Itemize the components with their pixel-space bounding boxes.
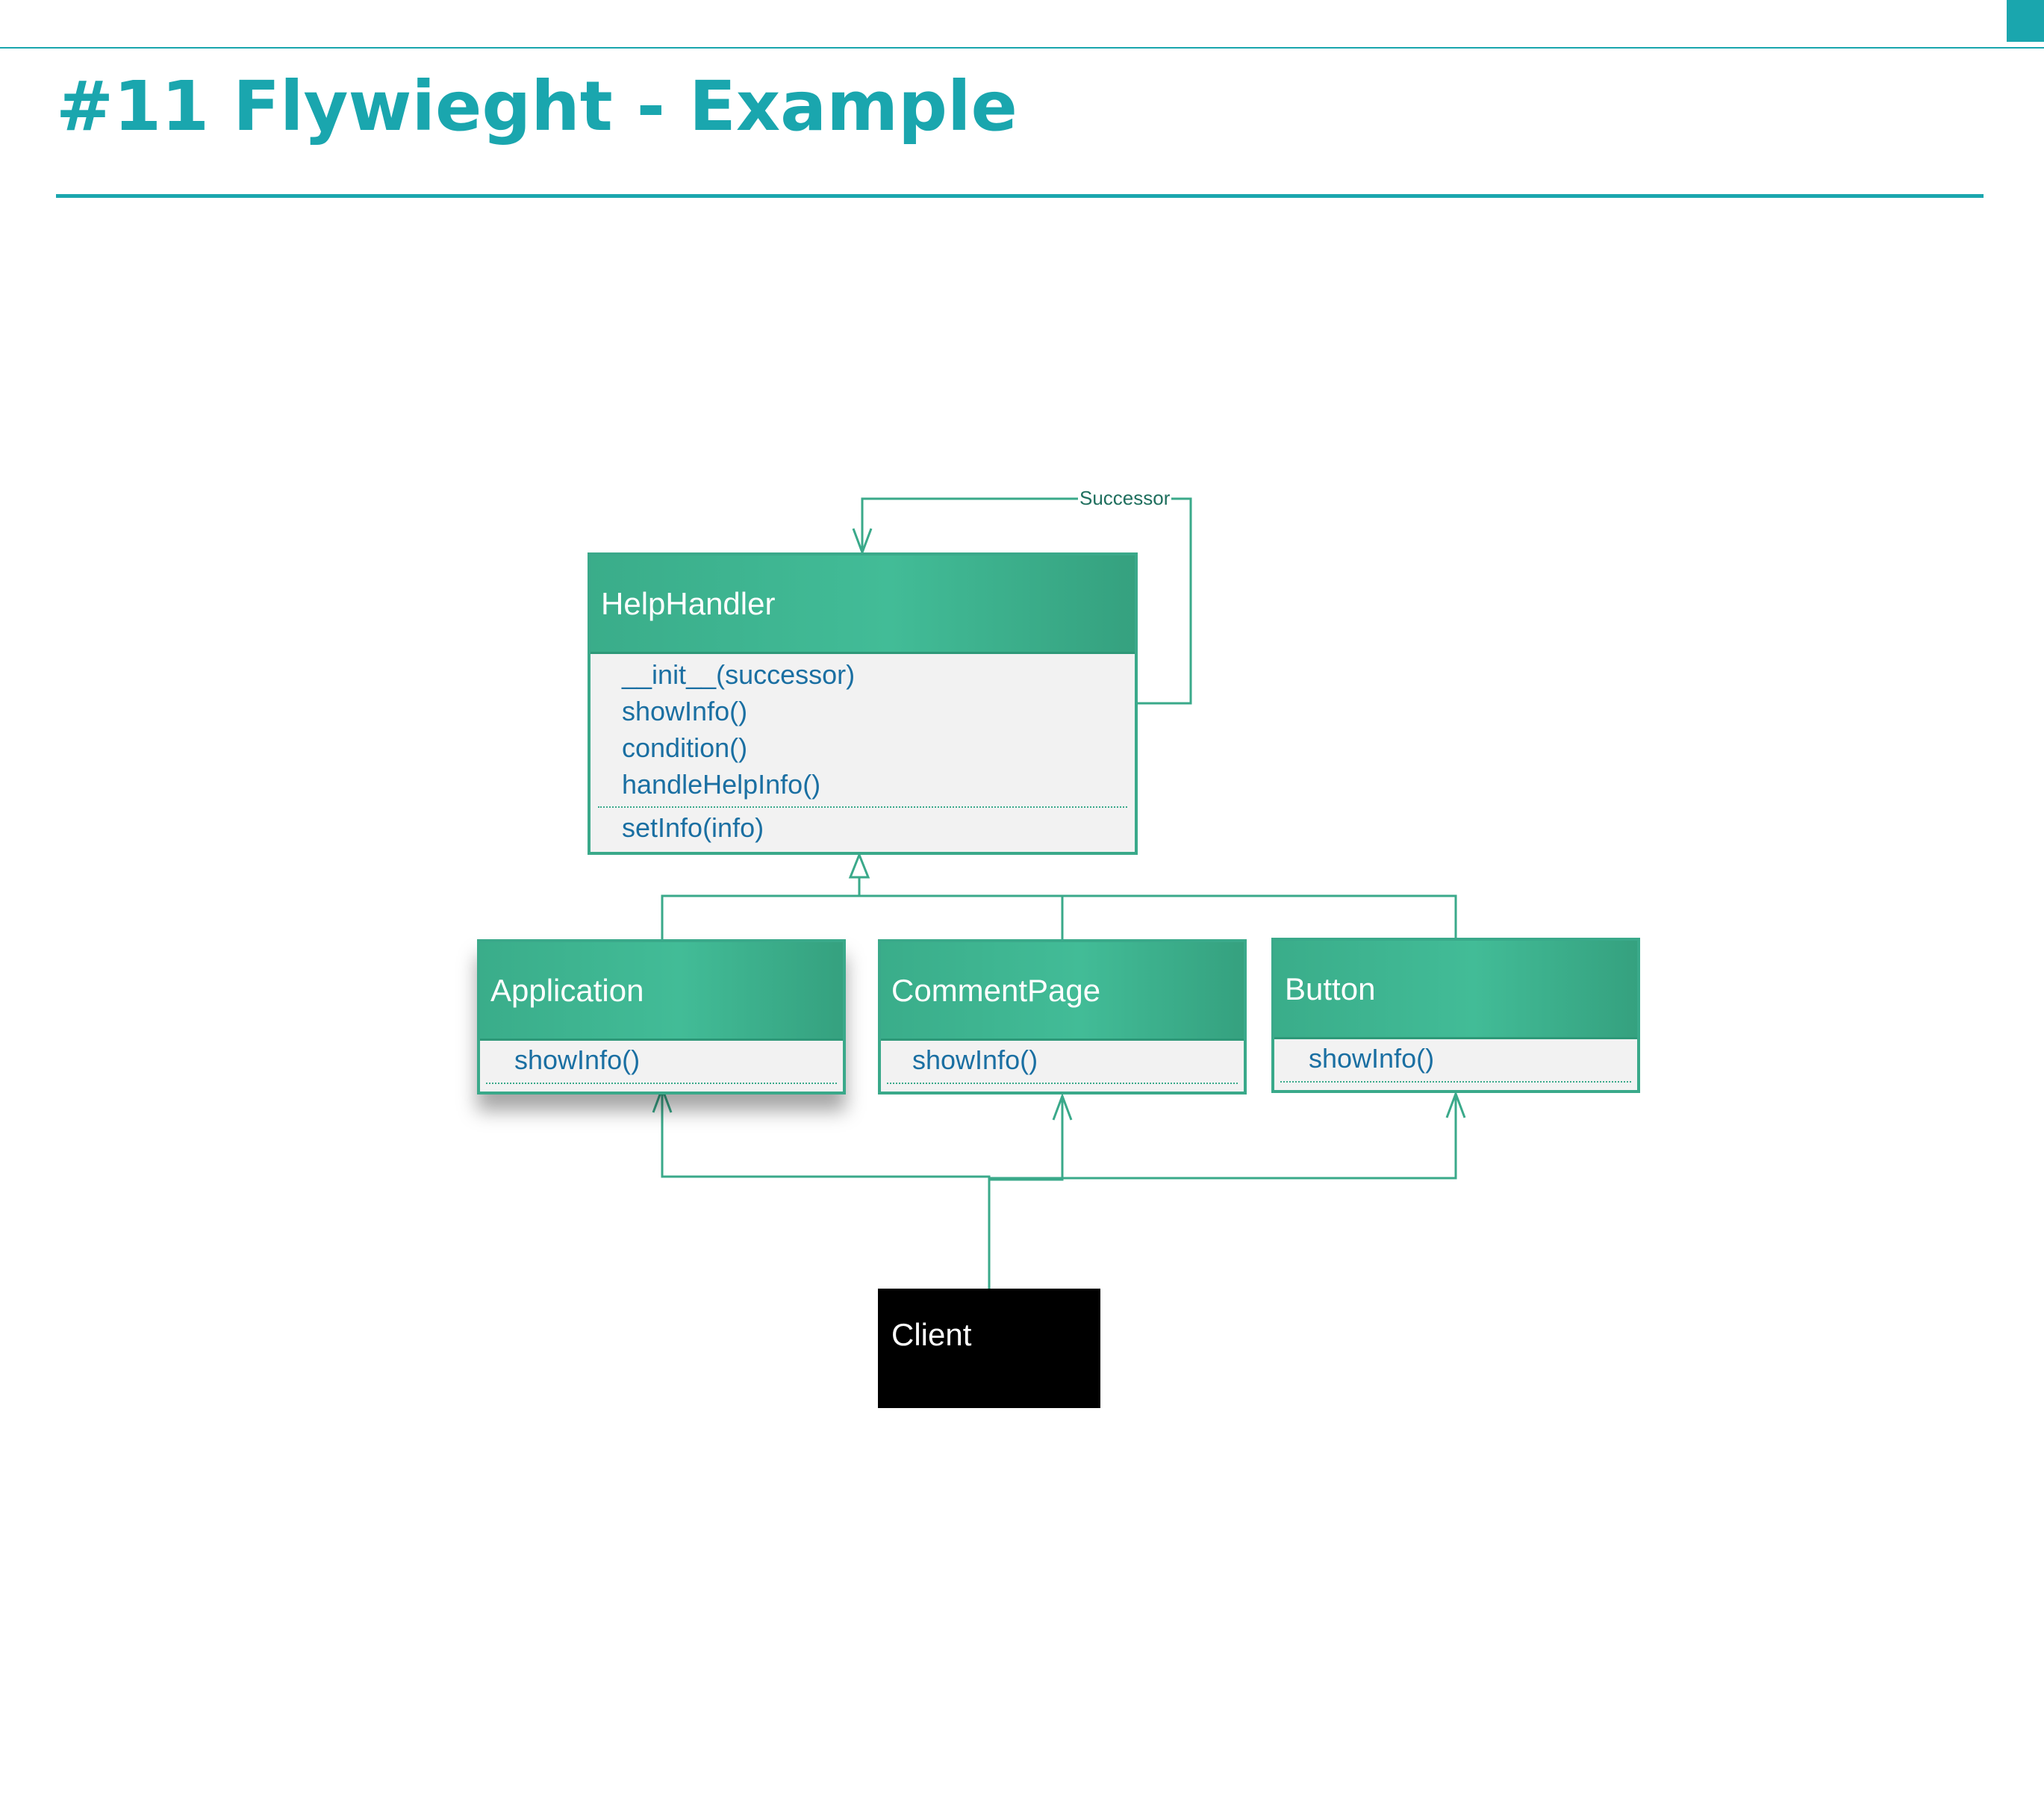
commentpage-class-name: CommentPage (881, 942, 1244, 1041)
helphandler-method-showinfo: showInfo() (622, 696, 748, 726)
application-separator (486, 1083, 837, 1084)
generalization-application (661, 894, 1457, 939)
commentpage-class[interactable]: CommentPage showInfo() (878, 939, 1247, 1095)
button-class-name: Button (1274, 941, 1637, 1039)
helphandler-method-init: __init__(successor) (622, 659, 856, 690)
button-separator (1280, 1081, 1631, 1083)
commentpage-method-showinfo: showInfo() (912, 1044, 1038, 1075)
helphandler-class[interactable]: HelpHandler __init__(successor) showInfo… (588, 552, 1138, 855)
client-to-application (661, 1089, 991, 1290)
application-method-showinfo: showInfo() (514, 1044, 641, 1075)
helphandler-method-handlehelpinfo: handleHelpInfo() (622, 769, 821, 800)
application-class[interactable]: Application showInfo() (477, 939, 846, 1095)
client-to-commentpage (989, 1096, 1064, 1181)
successor-self-association (861, 497, 1192, 705)
helphandler-class-name: HelpHandler (591, 555, 1135, 654)
commentpage-arrowhead (1052, 1092, 1073, 1121)
commentpage-separator (887, 1083, 1238, 1084)
generalization-triangle (848, 851, 870, 879)
top-rule (0, 47, 2044, 49)
client-class[interactable]: Client (878, 1289, 1100, 1408)
successor-label: Successor (1078, 485, 1172, 511)
button-method-showinfo: showInfo() (1309, 1043, 1435, 1074)
helphandler-separator (598, 806, 1127, 808)
slide-title: #11 Flywieght - Example (56, 66, 1018, 146)
client-class-name: Client (891, 1317, 972, 1352)
button-class[interactable]: Button showInfo() (1271, 938, 1640, 1093)
corner-accent (2007, 0, 2044, 42)
client-to-button (989, 1094, 1457, 1180)
application-class-name: Application (480, 942, 843, 1041)
helphandler-method-setinfo: setInfo(info) (622, 812, 764, 843)
title-underline (56, 194, 1984, 198)
button-arrowhead (1445, 1090, 1466, 1118)
helphandler-method-condition: condition() (622, 732, 748, 763)
